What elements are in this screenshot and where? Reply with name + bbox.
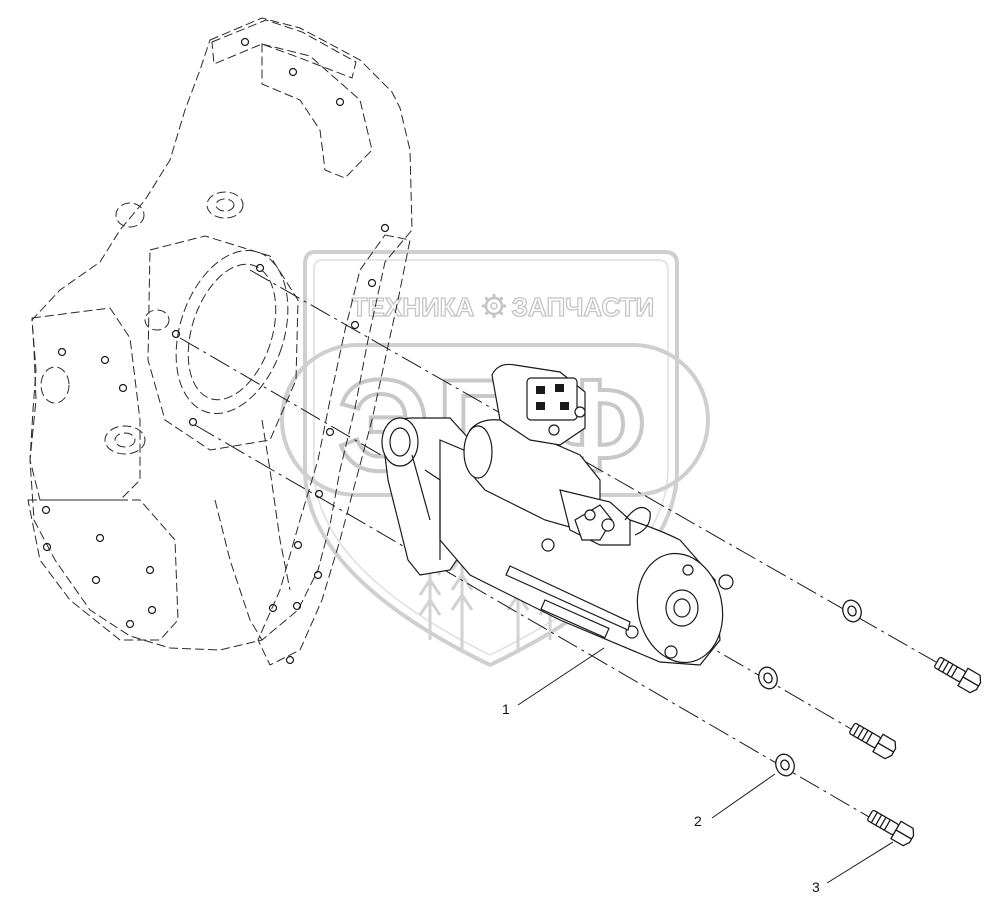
starter-through-bolt xyxy=(505,565,631,631)
washers xyxy=(758,599,862,777)
housing-lower-web xyxy=(214,499,263,641)
starter-relay-stud xyxy=(574,406,586,418)
housing-lower-boss xyxy=(27,499,179,641)
gear-icon xyxy=(482,294,506,318)
washer-middle xyxy=(758,666,778,690)
starter-end-cap-boss-inner xyxy=(673,598,691,618)
starter-end-bolt-3 xyxy=(625,625,639,639)
watermark-word-right: ЗАПЧАСТИ xyxy=(512,292,655,322)
starter-relay-stud-2 xyxy=(548,424,560,436)
starter-terminal-stud-1 xyxy=(601,518,615,532)
washer-lower xyxy=(775,753,795,777)
bolts xyxy=(849,656,982,847)
starter-relay-cap xyxy=(526,377,578,421)
leader-2 xyxy=(711,773,776,819)
housing-starter-bore xyxy=(175,250,289,414)
callouts xyxy=(517,647,894,884)
housing-bore-flange xyxy=(147,235,299,451)
bolt-lower xyxy=(867,809,915,847)
starter-brush-plate xyxy=(540,599,610,639)
starter-motor xyxy=(381,363,734,666)
starter-cable-loop xyxy=(624,506,651,536)
housing-fitting-low xyxy=(40,366,70,404)
bolt-upper xyxy=(934,656,982,694)
housing-fitting-top xyxy=(206,191,244,219)
starter-end-bolt-1 xyxy=(718,574,734,590)
housing-top-block xyxy=(261,43,373,179)
housing-starter-bore-inner xyxy=(187,263,277,401)
flywheel-housing xyxy=(27,17,413,666)
housing-fitting-mid xyxy=(144,309,170,331)
callout-1: 1 xyxy=(502,701,510,717)
starter-solenoid-end xyxy=(463,425,493,479)
housing-lower-web-2 xyxy=(261,419,291,591)
starter-rib-2 xyxy=(411,454,431,521)
housing-fitting-side xyxy=(115,202,145,228)
callout-2: 2 xyxy=(694,813,702,829)
callout-3: 3 xyxy=(812,879,820,895)
watermark-shield-inner xyxy=(313,259,669,656)
housing-bolt-holes xyxy=(41,37,390,665)
starter-end-bolt-2 xyxy=(664,645,678,659)
housing-left-flange xyxy=(29,307,141,501)
housing-top-boss xyxy=(211,19,357,79)
housing-fitting-top-inner xyxy=(215,198,235,212)
starter-terminal-stud-2 xyxy=(584,509,596,521)
starter-relay-terminals xyxy=(536,384,569,410)
starter-terminal-nut xyxy=(541,538,555,552)
washer-upper xyxy=(842,599,862,623)
starter-rib-1 xyxy=(424,469,441,560)
bolt-middle xyxy=(849,722,897,760)
housing-right-flange xyxy=(257,234,411,666)
housing-outline xyxy=(29,17,413,651)
housing-fitting-left-inner xyxy=(114,432,136,448)
starter-pinion-inner xyxy=(389,427,411,457)
watermark-word-left: ТЕХНИКА xyxy=(352,292,475,322)
leader-1 xyxy=(517,647,605,706)
leader-3 xyxy=(826,841,894,884)
housing-fitting-left xyxy=(104,425,146,455)
starter-end-bolt-4 xyxy=(682,564,694,576)
